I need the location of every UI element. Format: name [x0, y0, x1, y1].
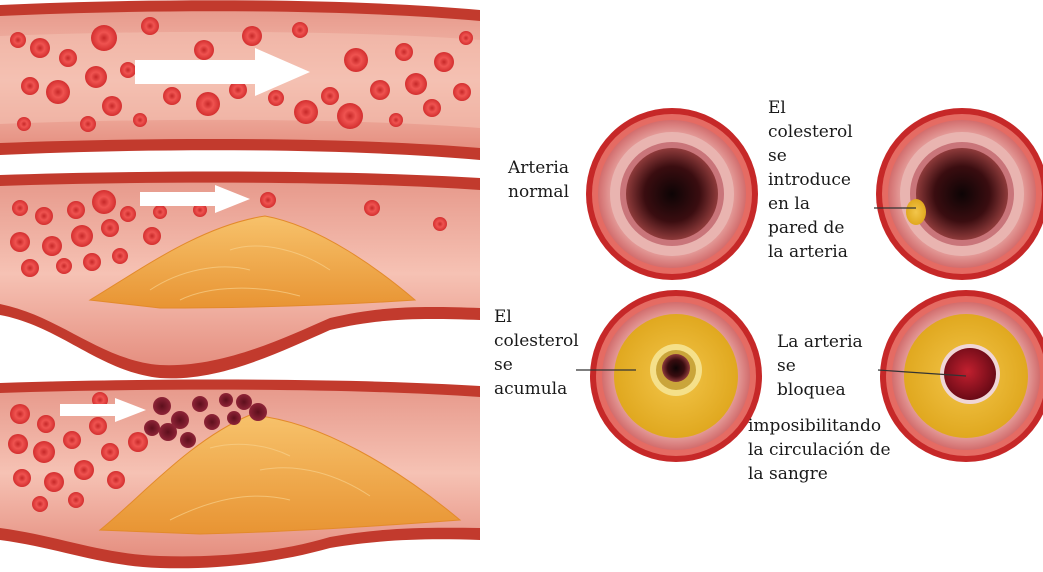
vessel-normal — [0, 0, 480, 160]
cholesterol-deposit — [906, 199, 926, 225]
label-blocked-effect: imposibilitando la circulación de la san… — [748, 414, 891, 486]
cross-section-intro — [876, 108, 1043, 280]
cross-section-accum — [590, 290, 762, 462]
vessel-blocked — [0, 380, 480, 569]
label-cholesterol-accum: El colesterol se acumula — [494, 305, 579, 401]
label-cholesterol-intro: El colesterol se introduce en la pared d… — [768, 96, 853, 264]
label-blocked: La arteria se bloquea — [777, 330, 863, 402]
cross-section-normal — [586, 108, 758, 280]
vessel-plaque — [0, 172, 480, 379]
label-normal-artery: Arteria normal — [508, 156, 569, 204]
